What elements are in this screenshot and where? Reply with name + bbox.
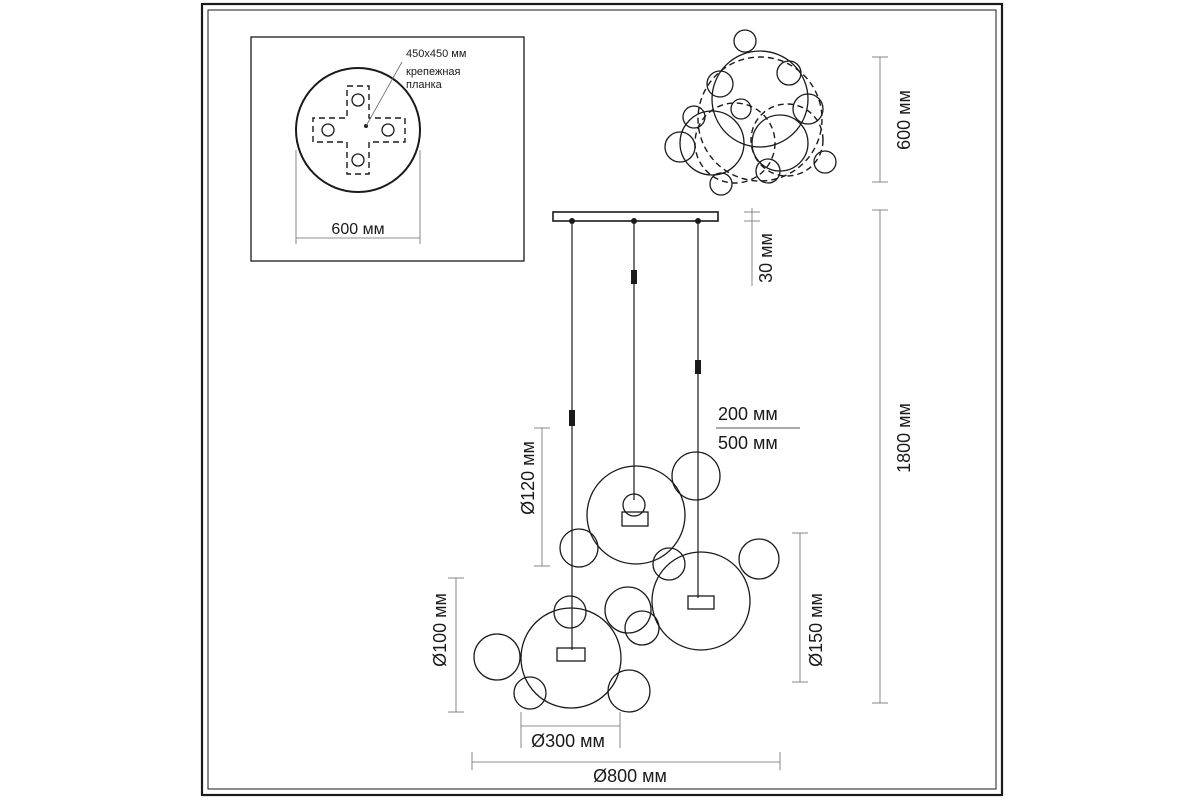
screw-hole-top [351,93,365,107]
cable-left-connector [569,410,575,426]
ball-right-3 [604,586,652,634]
leader-line [365,61,403,127]
cable-middle-connector [631,270,637,284]
top-ring-left [694,102,776,184]
top-ball-4 [730,98,752,120]
cable-length-top-label: 200 мм [718,404,778,424]
total-width-label: Ø800 мм [593,766,667,786]
top-view: 600 мм [664,29,914,196]
ball-left-3 [513,676,547,710]
ball-left-4 [607,669,651,713]
top-view-height-label: 600 мм [894,90,914,150]
globe-right [651,551,751,651]
screw-hole-left [321,123,335,137]
inner-frame [207,9,997,790]
mounting-bracket-outline [312,85,406,175]
mid-ball-diameter-label: Ø150 мм [806,593,826,667]
ball-right-2 [652,547,686,581]
canopy-diameter-label: 600 мм [331,221,384,238]
top-ball-9 [813,150,837,174]
top-ball-3 [706,70,734,98]
globe-middle [586,465,686,565]
top-ball-7 [664,131,696,163]
top-ball-5 [682,105,706,129]
top-globe-1 [711,50,809,148]
mount-plate-box [250,36,525,262]
canopy-height-label: 30 мм [756,233,776,283]
canopy-outline [295,67,421,193]
plate-size-label: 450x450 мм [406,48,466,60]
screw-hole-bottom [351,153,365,167]
globe-left-lamp-holder [556,647,586,662]
small-ball-diameter-label: Ø120 мм [518,441,538,515]
top-ring-right [750,103,824,177]
top-ball-6 [792,93,824,125]
canopy-fixing-2 [631,218,637,224]
top-ball-2 [776,60,802,86]
ball-middle-1 [671,451,721,501]
ball-left-2 [473,633,521,681]
ball-middle-2 [559,528,599,568]
top-ball-8 [755,158,781,184]
top-ring-outer [697,56,823,182]
bracket-label-line1: крепежная [406,66,461,78]
globe-right-lamp-holder [687,595,715,610]
outer-frame [200,2,1004,797]
ball-right-1 [738,538,780,580]
large-ball-diameter-label: Ø300 мм [531,731,605,751]
canopy-fixing-3 [695,218,701,224]
ball-right-4 [624,610,660,646]
top-globe-2 [679,110,745,176]
front-view: 30 мм 1800 мм 200 мм 500 мм Ø120 мм Ø100… [430,208,914,786]
ball-left-1 [553,595,587,629]
top-ball-1 [733,29,757,53]
globe-middle-socket [622,493,646,517]
canopy-fixing-1 [569,218,575,224]
cable-length-bottom-label: 500 мм [718,433,778,453]
bracket-label-line2: планка [406,79,443,91]
globe-left [520,607,622,709]
cable-right-connector [695,360,701,374]
screw-hole-right [381,123,395,137]
mount-plate-detail: 450x450 мм крепежная планка 600 мм [250,36,525,262]
total-height-label: 1800 мм [894,403,914,473]
globe-middle-lamp-holder [621,511,649,527]
tiny-ball-diameter-label: Ø100 мм [430,593,450,667]
top-ball-10 [709,172,733,196]
